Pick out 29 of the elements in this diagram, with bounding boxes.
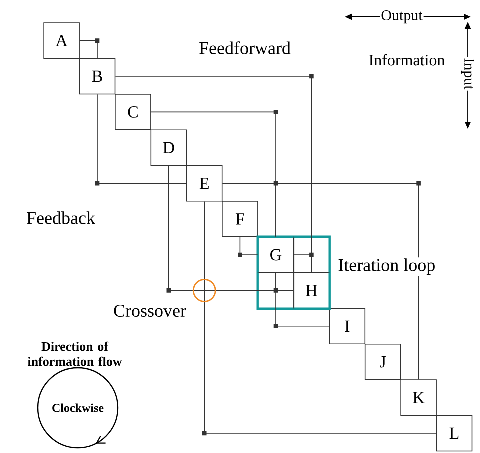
iteration-loop-box	[256, 236, 331, 310]
connector-line	[166, 166, 294, 293]
task-box: E	[186, 165, 223, 202]
task-box: F	[222, 201, 258, 238]
region-label: Feedback	[26, 210, 96, 226]
region-label: Feedforward	[198, 40, 292, 56]
axis-label: Input	[460, 57, 476, 91]
task-box: B	[79, 58, 116, 95]
connector-line	[294, 252, 314, 273]
connector-line	[80, 38, 100, 59]
connector-line	[95, 94, 187, 186]
task-box: D	[150, 130, 188, 166]
connector-line	[202, 201, 437, 436]
task-box: H	[294, 272, 330, 309]
flow-direction-heading: Direction of information flow	[28, 342, 122, 366]
task-box: C	[115, 94, 152, 130]
task-box: I	[329, 308, 366, 345]
loop-label: Iteration loop	[337, 258, 437, 276]
crossover-label: Crossover	[112, 304, 188, 318]
task-box: G	[258, 236, 294, 274]
task-box: J	[364, 344, 402, 380]
task-box: A	[44, 22, 80, 59]
task-box: K	[400, 380, 437, 416]
connector-line	[222, 181, 421, 380]
connector-line	[238, 236, 258, 258]
axis-title: Information	[368, 53, 446, 67]
axis-label: Output	[380, 9, 424, 25]
task-box: L	[436, 415, 473, 452]
connector-line	[274, 272, 330, 329]
